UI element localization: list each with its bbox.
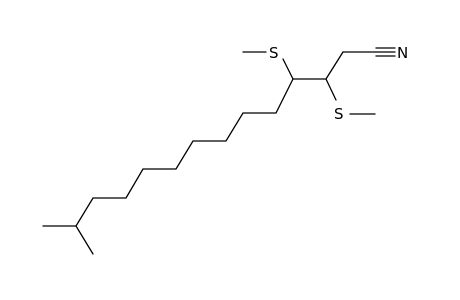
bond-s-upper-to-c4	[282, 58, 294, 80]
bond-c3-to-c2	[325, 51, 344, 80]
bond-c3-to-s-lower	[325, 78, 337, 101]
sulfur-lower-label: S	[334, 105, 344, 123]
sulfur-upper-label: S	[269, 44, 279, 62]
alkyl-chain	[75, 78, 294, 255]
nitrogen-label: N	[397, 44, 408, 62]
